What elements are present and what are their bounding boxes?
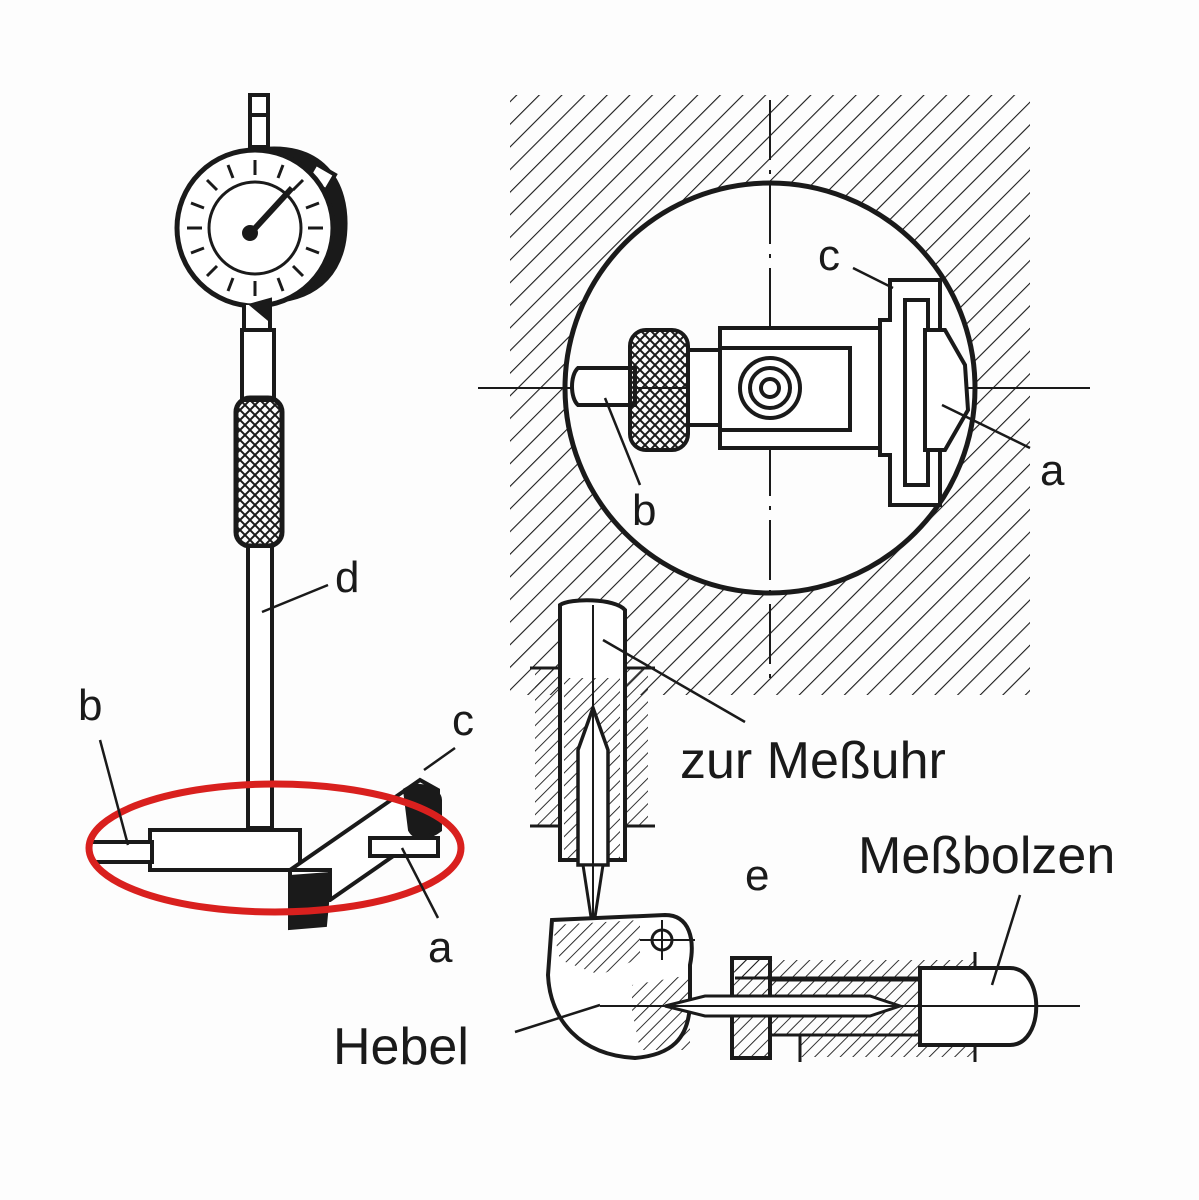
gauge-top-stem [248, 93, 270, 149]
gauge-pin-b [93, 840, 154, 864]
label-lever: Hebel [333, 1018, 469, 1076]
gauge-base [148, 828, 302, 872]
label-b: b [78, 681, 102, 730]
circle-leader-lines [603, 266, 1031, 486]
dial-ticks [187, 160, 323, 296]
label-circle-a: a [1040, 446, 1065, 495]
highlight-ellipse [85, 780, 465, 916]
label-a: a [428, 923, 453, 972]
label-circle-c: c [818, 231, 840, 280]
label-e: e [745, 851, 769, 900]
detail-leader-lines [514, 638, 1022, 1034]
sectional-detail [530, 598, 1080, 1062]
dial-bore-gauge [93, 93, 442, 931]
label-circle-b: b [632, 486, 656, 535]
bore-mechanism [570, 278, 971, 507]
label-c: c [452, 696, 474, 745]
label-d: d [335, 553, 359, 602]
gauge-pin-a [368, 836, 440, 858]
knurled-grip [233, 395, 285, 549]
left-leader-lines [98, 583, 456, 919]
label-to-dial: zur Meßuhr [680, 732, 946, 790]
bore-cross-section [478, 95, 1090, 695]
label-measuring-pin: Meßbolzen [858, 827, 1115, 885]
